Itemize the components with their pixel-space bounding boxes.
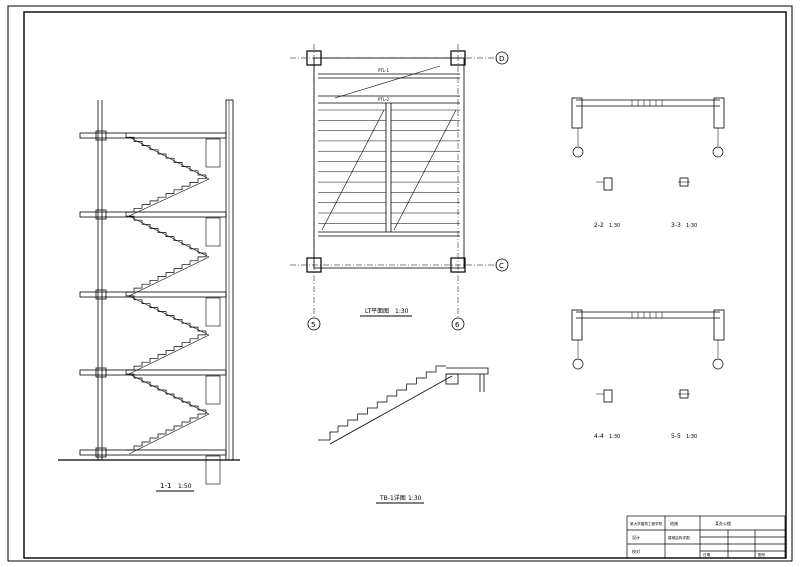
detail-title-3-3: 3-3 — [671, 222, 681, 229]
section-landing-beam — [205, 455, 221, 485]
title-block-stage: 结施 — [670, 520, 678, 526]
section-floor-slab — [79, 211, 227, 218]
plan-axis-bubble-d — [495, 51, 509, 65]
section-landing-beam — [205, 297, 221, 327]
plan-axis-bubble-5 — [307, 317, 321, 331]
sheet-inner-border — [23, 11, 787, 559]
beam-detail-group — [571, 97, 725, 403]
section-slab-column — [95, 130, 107, 141]
detail-title-4-4: 4-4 — [594, 433, 604, 440]
title-block-institute: 某大学建筑工程学院 — [630, 521, 663, 526]
section-flight-steps — [126, 331, 207, 371]
plan-column-top-right — [450, 50, 466, 66]
tb-upper-beam — [445, 373, 459, 385]
detail-lower-left-bubble — [572, 358, 584, 370]
section-landing-beam — [205, 217, 221, 247]
detail-scale-3-3: 1:30 — [686, 223, 697, 229]
detail-upper-left-bubble — [572, 146, 584, 158]
title-block-design-label: 设计 — [632, 534, 640, 540]
plan-axis-bubble-6 — [451, 317, 465, 331]
stair-plan — [290, 44, 509, 331]
section-flight-slab — [128, 295, 210, 336]
plan-flight-diagonal-right — [393, 109, 457, 231]
title-block-check-label: 校对 — [632, 548, 640, 554]
plan-title: LT平面图 — [365, 308, 389, 315]
section-flight-slab — [128, 413, 210, 455]
section-1-1 — [58, 99, 240, 485]
detail-upper-right-bubble — [712, 146, 724, 158]
section-flight-slab — [128, 334, 210, 375]
detail-title-2-2: 2-2 — [594, 222, 604, 229]
section-flight-steps — [126, 410, 207, 451]
title-block-project: 某办公楼 — [715, 520, 731, 526]
section-stair-flights — [125, 133, 210, 455]
detail-lower-right-bubble — [712, 358, 724, 370]
tb-lower-landing — [318, 431, 338, 441]
section-flight-steps — [125, 212, 206, 254]
plan-treads — [318, 109, 460, 224]
plan-beam-label-1: PTL-1 — [378, 68, 389, 73]
section-flight-steps — [125, 370, 206, 411]
title-block-drawing-name: 楼梯结构详图 — [668, 535, 690, 540]
plan-axis-bubble-c — [495, 258, 509, 272]
section-landing-beam — [205, 138, 221, 168]
section-flight-slab — [128, 136, 210, 180]
section-floor-slab — [79, 369, 227, 376]
title-block-date-label: 日期 — [703, 552, 711, 557]
tb-steps — [337, 365, 446, 432]
section-slab-column — [95, 209, 107, 220]
tb-slab-underside — [329, 375, 453, 445]
section-flight-slab — [128, 178, 210, 217]
detail-title-5-5: 5-5 — [671, 433, 681, 440]
section-floor-slab — [79, 291, 227, 298]
detail-upper-left-beam — [571, 97, 583, 129]
title-block-sheet-label: 图号 — [758, 552, 766, 557]
detail-scale-4-4: 1:30 — [609, 434, 620, 440]
section-flight-steps — [125, 133, 206, 176]
section-slab-column — [95, 447, 107, 458]
section-slab-column — [95, 289, 107, 300]
tb-1-detail — [318, 365, 489, 445]
section-floor-slab — [79, 449, 227, 456]
sheet-outer-border — [7, 5, 793, 562]
section-flight-steps — [125, 292, 206, 332]
plan-axis-label-6: 6 — [455, 321, 460, 329]
section-title: 1-1 — [160, 482, 171, 490]
section-scale: 1:50 — [178, 483, 192, 490]
section-floor-slabs — [79, 130, 227, 485]
plan-axis-label-d: D — [499, 55, 504, 63]
section-floor-slab — [79, 132, 227, 139]
detail-upper-beam-section-a — [603, 177, 613, 191]
detail-upper-right-beam — [713, 97, 725, 129]
detail-scale-5-5: 1:30 — [686, 434, 697, 440]
detail-lower-right-beam — [713, 309, 725, 341]
detail-lower-left-beam — [571, 309, 583, 341]
section-flight-steps — [126, 175, 207, 213]
plan-beam-label-2: PTL-2 — [378, 97, 389, 102]
tb-scale: 1:30 — [408, 495, 422, 502]
section-landing-beam — [205, 375, 221, 405]
section-slab-column — [95, 367, 107, 378]
tb-title: TB-1详图 — [379, 494, 406, 502]
plan-outline — [313, 57, 465, 269]
plan-landing-diagonal — [334, 65, 441, 99]
section-flight-steps — [126, 253, 207, 293]
tb-step-profile — [337, 365, 446, 432]
detail-scale-2-2: 1:30 — [609, 223, 620, 229]
section-flight-slab — [128, 256, 210, 297]
title-block — [626, 515, 786, 559]
plan-scale: 1:30 — [395, 308, 409, 315]
section-flight-slab — [128, 373, 210, 415]
plan-axis-label-5: 5 — [311, 321, 315, 329]
plan-axis-label-c: C — [499, 262, 504, 270]
section-right-wall — [225, 99, 234, 461]
detail-lower-beam-section-a — [603, 389, 613, 403]
plan-flight-diagonal-left — [321, 109, 385, 231]
tb-upper-landing — [446, 367, 489, 375]
section-flight-slab — [128, 215, 210, 258]
